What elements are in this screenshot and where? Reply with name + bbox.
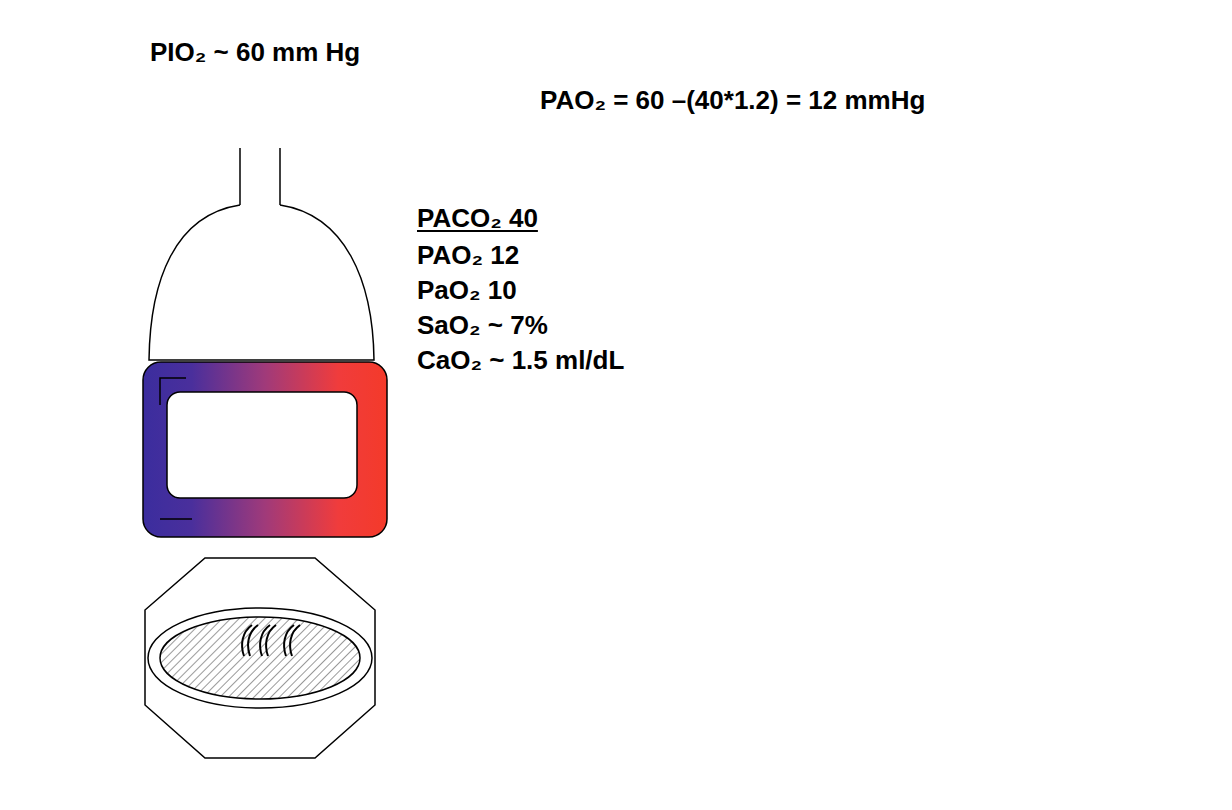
mitochondria-marks [242, 625, 300, 656]
tissue-cell [145, 558, 375, 758]
value-line: SaO₂ ~ 7% [417, 310, 548, 341]
airway-wall [239, 148, 241, 205]
value-line: CaO₂ ~ 1.5 ml/dL [417, 345, 624, 376]
capillary [143, 362, 387, 537]
alveolar-gas-equation: PAO₂ = 60 –(40*1.2) = 12 mmHg [540, 85, 925, 116]
flow-bracket [160, 378, 186, 405]
cell-interior [160, 617, 360, 699]
alveolus [149, 205, 374, 360]
flow-bracket [160, 518, 192, 520]
value-line: PAO₂ 12 [417, 240, 519, 271]
airway-wall [279, 148, 281, 205]
capillary-lumen [167, 392, 357, 498]
value-line: PaO₂ 10 [417, 275, 517, 306]
inspired-po2-label: PIO₂ ~ 60 mm Hg [150, 37, 360, 68]
value-heading: PACO₂ 40 [417, 203, 538, 234]
cell-membrane [148, 608, 372, 708]
